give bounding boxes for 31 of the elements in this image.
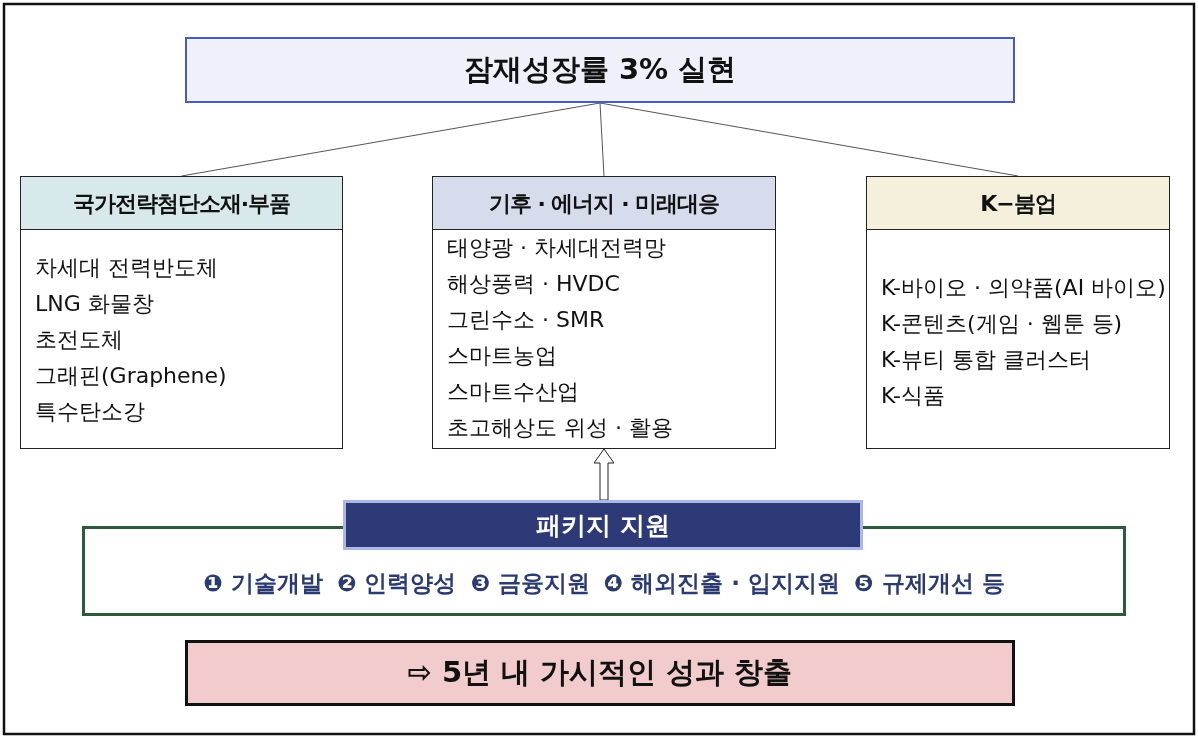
- numbered-item: ❹ 해외진출 · 입지지원: [603, 569, 841, 598]
- list-item: K-콘텐츠(게임 · 웹툰 등): [881, 310, 1123, 338]
- numbered-item: ❶ 기술개발: [203, 569, 323, 598]
- connector-line: [599, 102, 605, 177]
- list-item: 스마트농업: [447, 342, 557, 370]
- hollow-arrow: [593, 448, 615, 501]
- numbered-item: ❺ 규제개선 등: [854, 569, 1005, 598]
- list-item: K-바이오 · 의약품(AI 바이오): [881, 274, 1166, 302]
- list-item: 그래핀(Graphene): [35, 362, 227, 390]
- list-item: 해상풍력 · HVDC: [447, 270, 620, 298]
- list-item: 그린수소 · SMR: [447, 306, 605, 334]
- list-item: LNG 화물창: [35, 290, 154, 318]
- box-header: 기후 · 에너지 · 미래대응: [433, 177, 775, 230]
- box-header: K−붐업: [867, 177, 1169, 230]
- category-box: [866, 176, 1170, 449]
- numbered-item: ❷ 인력양성: [336, 569, 457, 598]
- list-item: 차세대 전력반도체: [35, 254, 218, 282]
- list-item: K-식품: [881, 382, 946, 410]
- list-item: 특수탄소강: [35, 398, 145, 426]
- list-item: 태양광 · 차세대전력망: [447, 234, 666, 262]
- box-header: 국가전략첨단소재·부품: [21, 177, 342, 230]
- category-box: [432, 176, 776, 449]
- category-box: [20, 176, 343, 449]
- list-item: 스마트수산업: [447, 378, 579, 406]
- list-item: K-뷰티 통합 클러스터: [881, 346, 1092, 374]
- result-box: ⇨ 5년 내 가시적인 성과 창출: [185, 640, 1015, 706]
- list-item: 초전도체: [35, 326, 123, 354]
- numbered-item: ❸ 금융지원: [470, 569, 590, 598]
- list-item: 초고해상도 위성 · 활용: [447, 414, 673, 442]
- heading-banner: 패키지 지원: [343, 500, 863, 550]
- title-box: 잠재성장률 3% 실현: [185, 37, 1015, 103]
